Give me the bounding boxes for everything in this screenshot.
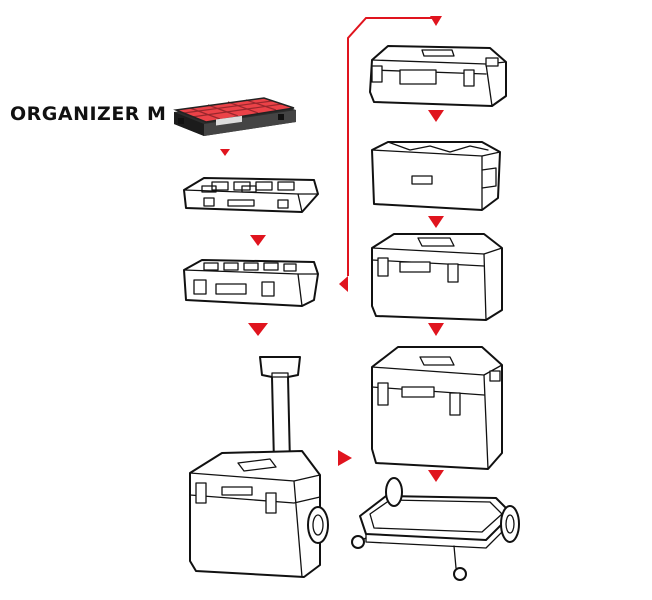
arrow-down-3: [250, 235, 266, 246]
arrow-down-8: [428, 470, 444, 482]
arrow-down-2: [220, 149, 230, 156]
connector-arrowhead-left: [339, 276, 348, 292]
arrow-down-1: [430, 16, 442, 26]
caster-front-right: [453, 545, 467, 581]
arrow-down-5: [428, 110, 444, 122]
toolbox-small: [369, 45, 507, 107]
toolbox-medium: [371, 233, 503, 321]
connector-line: [339, 17, 436, 292]
organizer-title: ORGANIZER M: [10, 103, 167, 125]
organizer-open-thin: [183, 177, 319, 213]
toolbox-large: [371, 346, 503, 470]
wheeled-platform: [351, 477, 520, 581]
caster-front-left: [351, 535, 367, 549]
arrow-down-7: [428, 323, 444, 336]
arrow-down-4: [248, 323, 268, 336]
flow-arrows: [220, 16, 444, 482]
arrow-down-6: [428, 216, 444, 228]
organizer-deep: [183, 259, 319, 307]
organizer-m-image: [173, 97, 296, 136]
open-tray: [371, 141, 501, 211]
trolley-box: [189, 356, 329, 578]
arrow-right-1: [338, 450, 352, 466]
